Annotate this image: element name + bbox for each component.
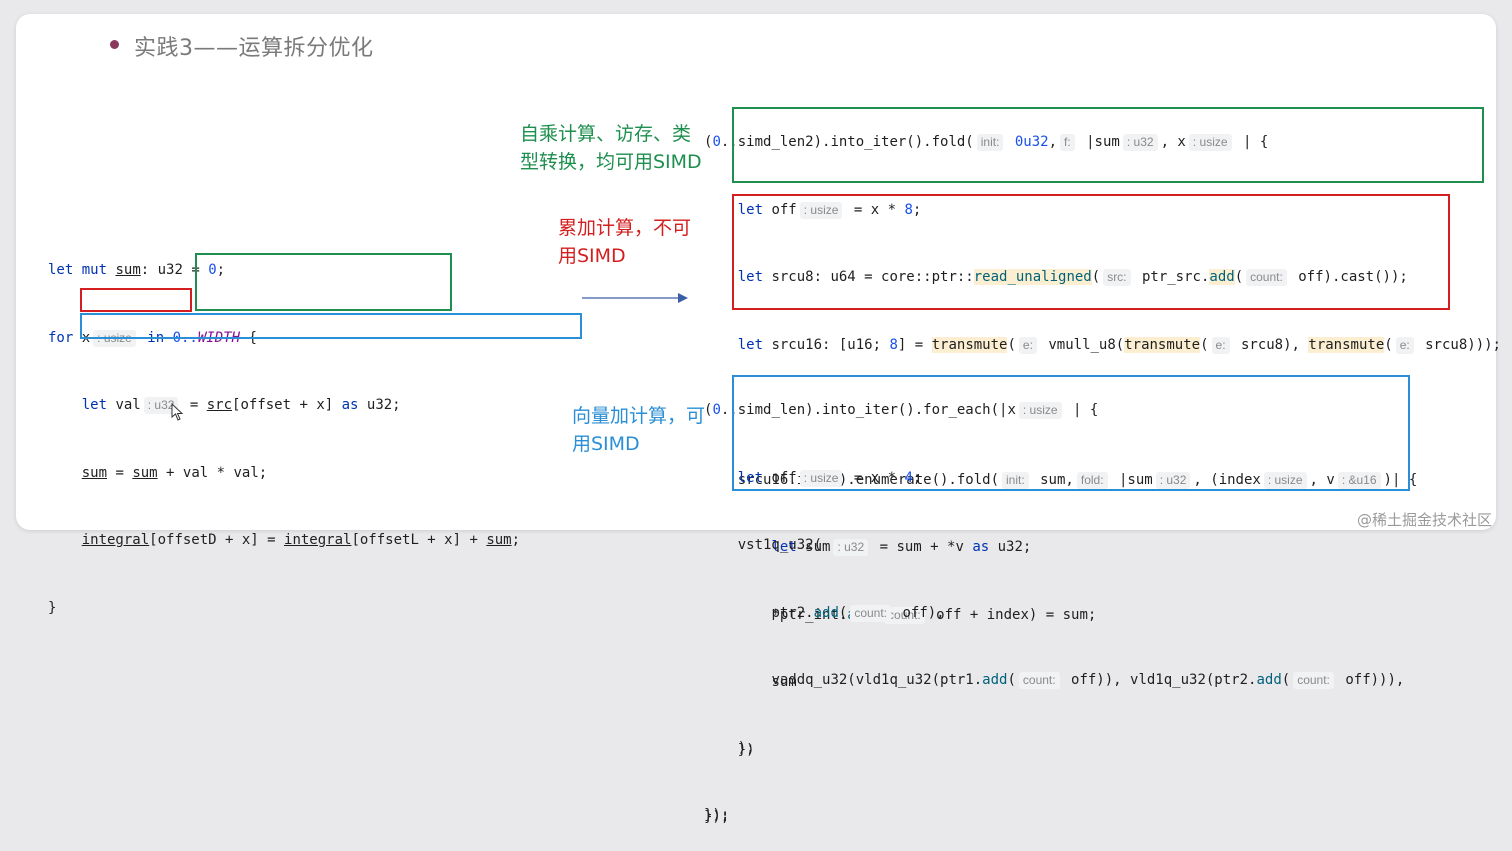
inlay-hint: : usize: [799, 469, 843, 487]
inlay-hint: count:: [1246, 269, 1287, 286]
inlay-hint: e:: [1395, 336, 1414, 354]
code-line: vst1q_u32(: [737, 537, 823, 553]
left-green-box: [195, 253, 452, 311]
code-line: );: [737, 739, 755, 756]
inlay-hint: fold:: [1076, 471, 1108, 489]
code-line: vaddq_u32(vld1q_u32(ptr1.add(count: off)…: [771, 672, 1405, 689]
code-line: }: [48, 599, 57, 616]
inlay-hint: : u32: [143, 397, 179, 414]
bullet-dot: [110, 40, 119, 49]
inlay-hint: : usize: [1188, 134, 1232, 151]
inlay-hint: : usize: [799, 201, 843, 219]
arrow-right-icon: [582, 293, 688, 303]
inlay-hint: f:: [1060, 134, 1075, 151]
inlay-hint: init:: [1002, 471, 1029, 489]
annotation-green: 自乘计算、访存、类 型转换，均可用SIMD: [520, 123, 702, 173]
code-line: let off: usize = x * 4;: [737, 469, 922, 487]
inlay-hint: src:: [1103, 269, 1131, 286]
inlay-hint: : u32: [1155, 471, 1191, 489]
inlay-hint: count:: [850, 604, 892, 622]
code-line: (0..simd_len2).into_iter().fold(init: 0u…: [704, 134, 1269, 151]
code-line: sum = sum + val * val;: [81, 464, 268, 481]
code-line: integral[offsetD + x] = integral[offsetL…: [81, 532, 521, 548]
inlay-hint: : usize: [1263, 471, 1307, 489]
watermark: @稀土掘金技术社区: [1356, 511, 1492, 529]
code-line: });: [704, 807, 730, 823]
code-line: let srcu8: u64 = core::ptr::read_unalign…: [737, 269, 1408, 286]
inlay-hint: count:: [1018, 672, 1060, 689]
right-green-box: [732, 107, 1484, 183]
inlay-hint: init:: [976, 134, 1004, 151]
inlay-hint: : usize: [1018, 402, 1062, 419]
left-blue-box: [80, 313, 582, 339]
inlay-hint: count:: [1293, 672, 1334, 689]
code-line: let val: u32 = src[offset + x] as u32;: [81, 397, 401, 414]
annotation-red: 累加计算，不可 用SIMD: [558, 217, 692, 267]
code-line: (0..simd_len).into_iter().for_each(|x: u…: [704, 402, 1099, 419]
annotation-blue: 向量加计算，可 用SIMD: [572, 405, 706, 455]
right-top-code-block: (0..simd_len2).into_iter().fold(init: 0u…: [704, 86, 1501, 851]
code-line: ptr2.add(count: off),: [771, 604, 945, 622]
inlay-hint: e:: [1018, 336, 1037, 354]
left-code-block: let mut sum: u32 = 0; for x: usize in 0.…: [48, 214, 520, 642]
inlay-hint: : u32: [1122, 134, 1158, 151]
left-red-box: [80, 288, 192, 312]
code-line: let srcu16: [u16; 8] = transmute(e: vmul…: [737, 336, 1501, 354]
code-line: let off: usize = x * 8;: [737, 201, 922, 219]
inlay-hint: e:: [1211, 336, 1230, 354]
inlay-hint: : &u16: [1337, 471, 1381, 489]
slide-title: 实践3——运算拆分优化: [134, 36, 374, 61]
mouse-cursor-icon: [171, 403, 184, 421]
right-blue-box: [732, 375, 1410, 491]
right-red-box: [732, 194, 1450, 310]
